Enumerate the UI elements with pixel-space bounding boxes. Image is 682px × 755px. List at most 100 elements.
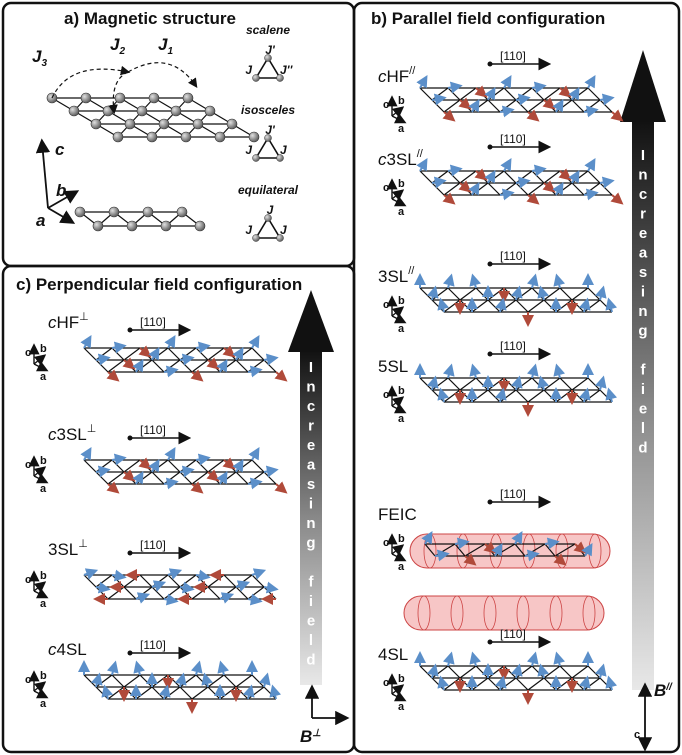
spin-vector xyxy=(510,375,523,391)
spin-vector xyxy=(251,568,267,580)
ion-sphere xyxy=(90,118,102,130)
field-letter: f xyxy=(309,574,315,591)
svg-text:[110]: [110] xyxy=(500,249,526,263)
triangle-name: isosceles xyxy=(241,103,295,117)
svg-text:J: J xyxy=(245,143,252,157)
spin-vector xyxy=(568,87,580,101)
panel-b-title: b) Parallel field configuration xyxy=(371,9,605,28)
svg-text:b: b xyxy=(40,670,47,682)
svg-text:b: b xyxy=(398,673,405,685)
perp-phase-label: cHF⊥ xyxy=(48,311,89,332)
spin-vector xyxy=(263,353,279,366)
spin-vector xyxy=(581,543,593,557)
spin-vector xyxy=(544,537,560,550)
spin-vector xyxy=(578,297,591,313)
spin-vector xyxy=(526,109,540,122)
svg-text:a: a xyxy=(398,123,405,135)
spin-vector xyxy=(526,363,539,379)
spin-vector xyxy=(163,593,179,606)
ion-sphere xyxy=(126,220,138,232)
field-letter: n xyxy=(306,379,315,396)
svg-text:J': J' xyxy=(265,43,276,57)
perp-phase-label: c4SL xyxy=(48,640,87,659)
spin-vector xyxy=(594,285,607,301)
spin-vector xyxy=(206,357,220,370)
spin-vector xyxy=(526,273,539,289)
ion-sphere xyxy=(160,220,172,232)
spin-vector xyxy=(179,465,195,478)
field-symbol-parallel-label: B// xyxy=(654,681,673,700)
spin-vector xyxy=(247,593,263,606)
field-letter: r xyxy=(640,206,646,223)
spin-vector xyxy=(583,105,599,118)
spin-vector xyxy=(431,176,447,189)
perp-phase-label: 3SL⊥ xyxy=(48,538,88,559)
field-letter: i xyxy=(309,496,313,513)
ion-sphere xyxy=(146,131,158,143)
spin-vector xyxy=(463,553,477,566)
spin-vector xyxy=(542,97,556,110)
spin-vector xyxy=(216,359,228,373)
spin-vector xyxy=(594,375,607,391)
perp-phase-label: c3SL⊥ xyxy=(48,423,96,444)
direction-110-arrow: [110] xyxy=(487,49,552,71)
spin-vector xyxy=(138,457,152,470)
direction-110-arrow: [110] xyxy=(127,423,192,445)
field-letter: g xyxy=(638,323,647,340)
spin-vector xyxy=(148,459,160,473)
field-letter: l xyxy=(309,632,313,649)
field-letter: d xyxy=(638,440,647,457)
spin-vector xyxy=(274,481,288,494)
spin-vector xyxy=(468,182,480,196)
ion-sphere xyxy=(248,131,260,143)
j3-label: J3 xyxy=(32,47,47,69)
spin-vector xyxy=(531,164,547,177)
svg-text:[110]: [110] xyxy=(140,315,166,329)
svg-text:J: J xyxy=(280,143,287,157)
spin-lattice xyxy=(416,158,624,205)
direction-110-arrow: [110] xyxy=(487,487,552,509)
field-letter: I xyxy=(309,359,313,376)
spin-vector xyxy=(568,170,580,184)
svg-text:J: J xyxy=(245,63,252,77)
spin-vector xyxy=(232,459,244,473)
spin-vector xyxy=(416,75,428,89)
svg-text:[110]: [110] xyxy=(140,423,166,437)
ion-sphere xyxy=(142,206,154,218)
spin-vector xyxy=(179,353,195,366)
field-letter: e xyxy=(307,437,315,454)
svg-text:b: b xyxy=(398,95,405,107)
spin-vector xyxy=(484,170,496,184)
spin-vector xyxy=(437,297,450,313)
axis-b-label: b xyxy=(56,181,66,200)
svg-text:[110]: [110] xyxy=(140,538,166,552)
spin-vector xyxy=(164,335,176,349)
ion-sphere xyxy=(180,131,192,143)
spin-vector xyxy=(201,672,214,688)
svg-text:a: a xyxy=(398,323,405,335)
direction-110-arrow: [110] xyxy=(127,315,192,337)
spin-vector xyxy=(263,465,279,478)
spin-lattice xyxy=(414,273,618,327)
field-letter: e xyxy=(639,401,647,418)
spin-lattice xyxy=(80,335,288,382)
spin-vector xyxy=(247,365,263,378)
spin-vector xyxy=(599,93,615,106)
panel-a-title: a) Magnetic structure xyxy=(64,9,236,28)
magnetic-lattice-small xyxy=(74,206,206,232)
spin-vector xyxy=(95,465,111,478)
svg-text:a: a xyxy=(40,598,47,610)
spin-vector xyxy=(552,99,564,113)
spin-vector xyxy=(106,481,120,494)
spin-vector xyxy=(594,663,607,679)
spin-vector xyxy=(163,477,179,490)
spin-vector xyxy=(190,481,204,494)
spin-vector xyxy=(553,273,566,289)
ion-sphere xyxy=(194,220,206,232)
